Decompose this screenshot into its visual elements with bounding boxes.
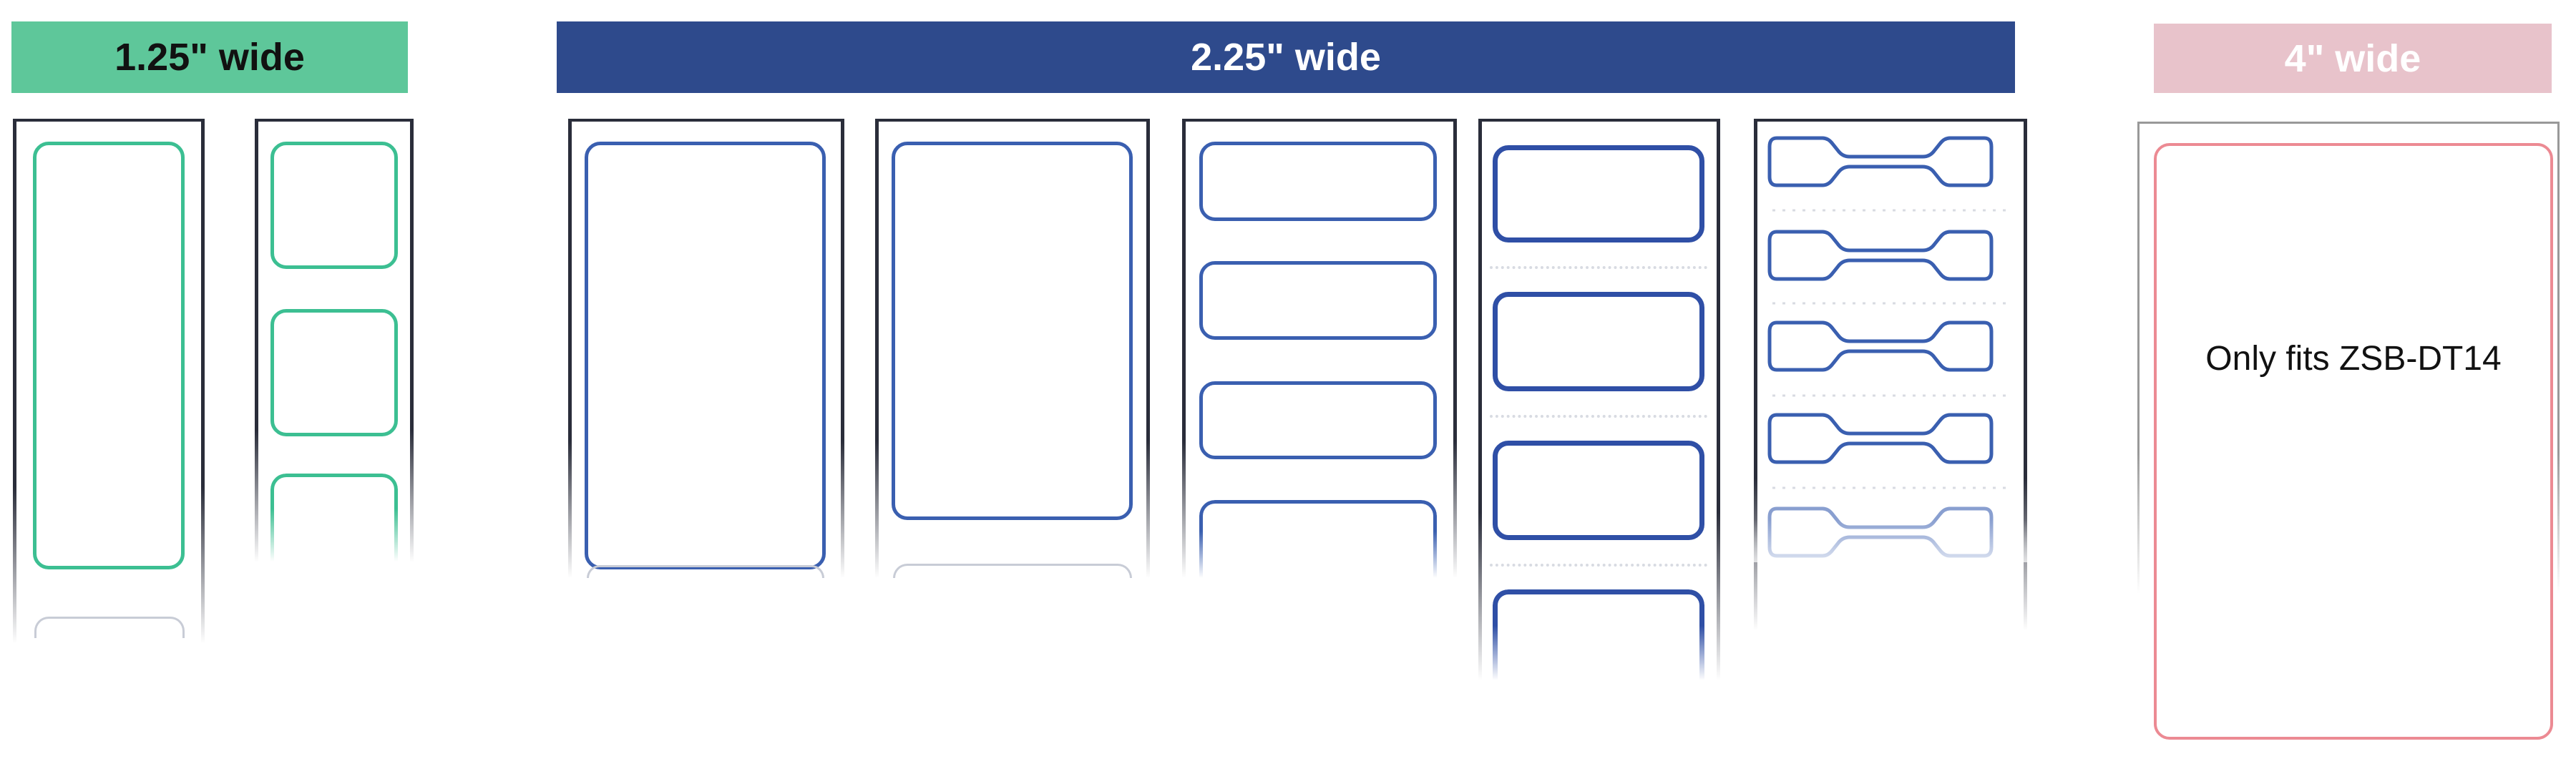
label-roll xyxy=(875,119,1150,578)
perforation xyxy=(1490,266,1707,269)
header-label: 2.25" wide xyxy=(1191,36,1381,79)
perforation xyxy=(1490,564,1707,567)
dogbone-label xyxy=(1770,323,1991,370)
label xyxy=(1493,441,1704,540)
dogbone-label xyxy=(1770,415,1991,462)
label-roll xyxy=(255,119,414,562)
label-4-inch: Only fits ZSB-DT14 xyxy=(2154,143,2553,740)
label-roll xyxy=(2137,122,2560,594)
header-4-wide: 4" wide xyxy=(2154,24,2552,93)
dogbone-label xyxy=(1770,232,1991,279)
label xyxy=(892,142,1133,520)
dogbone-label xyxy=(1770,138,1991,185)
label-partial xyxy=(1199,500,1437,578)
label-roll xyxy=(568,119,844,578)
header-label: 4" wide xyxy=(2284,36,2421,80)
label xyxy=(1199,142,1437,221)
label xyxy=(585,142,826,569)
label xyxy=(33,142,185,569)
dogbone-labels xyxy=(1754,119,2027,562)
fit-note: Only fits ZSB-DT14 xyxy=(2205,340,2502,378)
perforation xyxy=(1490,415,1707,418)
label-roll xyxy=(1478,119,1720,680)
label-roll xyxy=(1182,119,1457,578)
label xyxy=(1199,381,1437,459)
label xyxy=(270,309,398,436)
label xyxy=(1493,292,1704,391)
header-1-25-wide: 1.25" wide xyxy=(11,21,408,93)
label-partial xyxy=(34,617,185,638)
label-partial xyxy=(587,565,824,578)
header-label: 1.25" wide xyxy=(114,36,305,79)
label-partial xyxy=(893,564,1132,578)
label-partial xyxy=(270,474,398,562)
label-roll xyxy=(13,119,205,644)
header-2-25-wide: 2.25" wide xyxy=(557,21,2015,93)
label xyxy=(1493,145,1704,242)
label-roll xyxy=(1754,119,2027,631)
label xyxy=(1199,261,1437,340)
label xyxy=(270,142,398,269)
label-partial xyxy=(1493,589,1704,680)
